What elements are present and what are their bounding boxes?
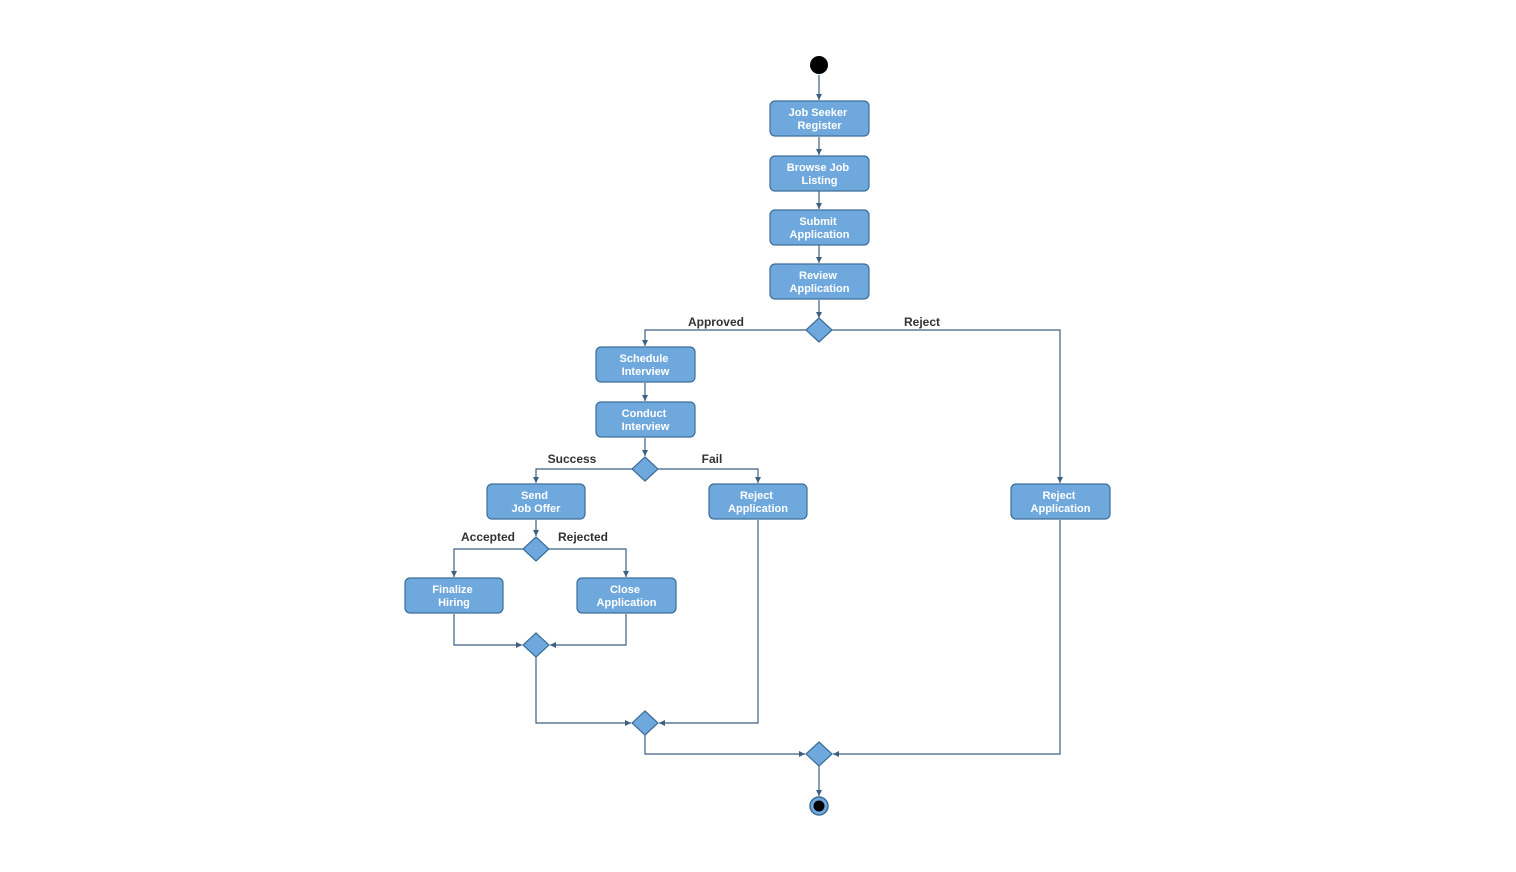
edge-label-accepted: Accepted <box>461 530 515 544</box>
edge-reject-review-to-merge3 <box>833 520 1061 757</box>
end-node <box>809 796 829 816</box>
edge-decision-reject <box>831 329 1063 483</box>
action-nodes: Job Seeker Register Browse Job Listing S… <box>404 100 1111 614</box>
action-node-label: Application <box>1031 503 1091 515</box>
svg-text:Reject Application: Reject Application <box>728 490 788 515</box>
action-node-label: Register <box>797 120 842 132</box>
svg-text:Reject Application: Reject Application <box>1031 490 1091 515</box>
action-node-reject-after-review: Reject Application <box>1010 483 1111 520</box>
edge-decision-rejected <box>548 548 629 577</box>
edge-label-rejected: Rejected <box>558 530 608 544</box>
action-node-browse: Browse Job Listing <box>769 155 870 192</box>
action-node-label: Interview <box>622 421 670 433</box>
action-node-schedule: Schedule Interview <box>595 346 696 383</box>
edge-label-success: Success <box>548 452 597 466</box>
action-node-label: Reject <box>740 490 773 502</box>
action-node-review: Review Application <box>769 263 870 300</box>
edge-label-fail: Fail <box>702 452 723 466</box>
edges <box>451 75 1063 796</box>
svg-text:Review Application: Review Application <box>790 270 850 295</box>
action-node-label: Application <box>597 597 657 609</box>
decision-nodes <box>522 317 833 767</box>
action-node-label: Reject <box>1042 490 1075 502</box>
action-node-label: Listing <box>801 175 837 187</box>
edge-labels: Approved Reject Success Fail Accepted Re… <box>461 315 940 544</box>
action-node-label: Interview <box>622 366 670 378</box>
merge-offer <box>522 632 550 658</box>
action-node-label: Browse Job <box>787 162 850 174</box>
edge-decision-fail <box>657 468 761 483</box>
edge-label-reject: Reject <box>904 315 940 329</box>
action-node-label: Job Seeker <box>789 107 848 119</box>
action-node-label: Submit <box>799 216 837 228</box>
svg-text:Send Job Offer: Send Job Offer <box>512 490 562 515</box>
action-node-register: Job Seeker Register <box>769 100 870 137</box>
action-node-label: Application <box>790 283 850 295</box>
edge-merge2-to-merge3 <box>644 735 805 757</box>
edge-merge-to-merge2 <box>535 657 631 726</box>
edge-decision-success <box>533 468 633 483</box>
svg-text:Job Seeker Register: Job Seeker Register <box>789 107 851 132</box>
edge-finalize-to-merge <box>453 614 522 648</box>
edge-decision-approved <box>642 329 807 346</box>
action-node-close: Close Application <box>576 577 677 614</box>
start-node <box>810 56 828 74</box>
action-node-label: Finalize <box>432 584 472 596</box>
svg-text:Schedule Interview: Schedule Interview <box>620 353 672 378</box>
action-node-label: Job Offer <box>512 503 562 515</box>
svg-text:Close Application: Close Application <box>597 584 657 609</box>
action-node-reject-after-interview: Reject Application <box>708 483 808 520</box>
action-node-label: Conduct <box>622 408 667 420</box>
svg-text:Submit Application: Submit Application <box>790 216 850 241</box>
svg-text:Browse Job Listing: Browse Job Listing <box>787 162 852 187</box>
svg-text:Finalize Hiring: Finalize Hiring <box>432 584 475 609</box>
action-node-label: Close <box>610 584 640 596</box>
edge-decision-accepted <box>451 548 524 577</box>
action-node-submit: Submit Application <box>769 209 870 246</box>
action-node-send-offer: Send Job Offer <box>486 483 586 520</box>
action-node-conduct: Conduct Interview <box>595 401 696 438</box>
action-node-label: Hiring <box>438 597 470 609</box>
svg-text:Conduct Interview: Conduct Interview <box>622 408 670 433</box>
merge-interview <box>631 710 659 736</box>
action-node-finalize: Finalize Hiring <box>404 577 504 614</box>
decision-review <box>805 317 833 343</box>
edge-label-approved: Approved <box>688 315 744 329</box>
edge-close-to-merge <box>550 614 627 648</box>
decision-offer <box>522 536 550 562</box>
action-node-label: Application <box>728 503 788 515</box>
action-node-label: Application <box>790 229 850 241</box>
action-node-label: Schedule <box>620 353 669 365</box>
decision-interview <box>631 456 659 482</box>
action-node-label: Review <box>799 270 837 282</box>
edge-reject-interview-to-merge2 <box>659 520 759 726</box>
merge-final <box>805 741 833 767</box>
action-node-label: Send <box>521 490 548 502</box>
